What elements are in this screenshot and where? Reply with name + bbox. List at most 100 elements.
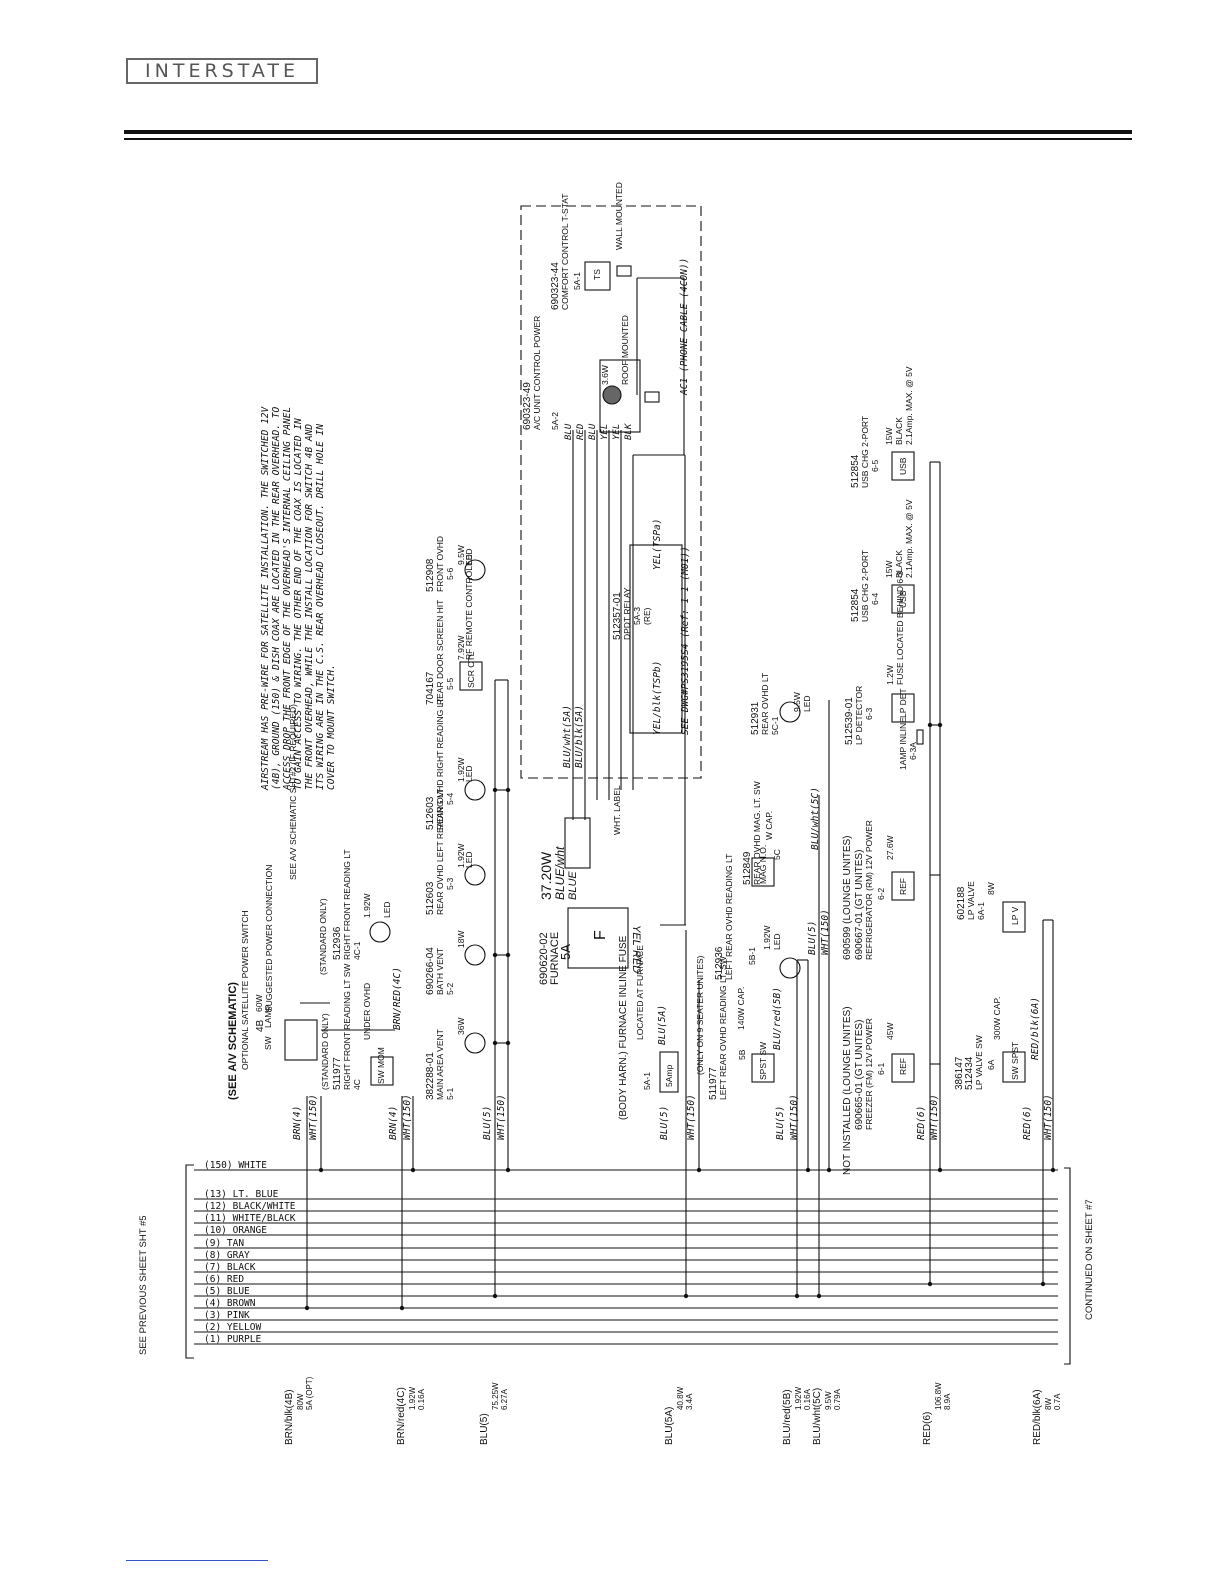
c512849-part: 512849 <box>742 851 753 885</box>
circuit-current: 5A (OPT) <box>305 1376 314 1410</box>
c690266-part: 690266-04 <box>425 947 436 995</box>
c512908-ref: 5-6 <box>445 567 455 580</box>
wire-wht150-d: WHT(150) <box>686 1094 697 1140</box>
circuit-current: 0.79A <box>833 1388 842 1410</box>
c512603b-type: LED <box>464 765 474 782</box>
spst-6a-symbol <box>1002 1051 1026 1083</box>
led-5b1-symbol <box>779 957 801 979</box>
circuit-label: BLU(5) <box>479 1413 490 1445</box>
circuit-power: 1.92W <box>408 1386 417 1410</box>
c512603a-ref: 5-3 <box>445 877 455 890</box>
c512936b-power: 1.92W <box>762 925 772 950</box>
c704167-ref: 5-5 <box>445 677 455 690</box>
c512849-ref: 5C <box>772 849 782 860</box>
circuit-label: RED/blk(6A) <box>1032 1389 1043 1445</box>
c386147-part2: 512434 <box>964 1056 975 1090</box>
fuse2-rating: 1AMP INLINE <box>898 717 908 770</box>
furnace-ref: 5A <box>558 944 573 960</box>
c690665-sym: REF <box>898 1058 908 1075</box>
component-symbols <box>284 261 1026 1093</box>
see-dwg-note: SEE DWG#PS3195S4 (Ref: 1-1 (M01)) <box>680 546 691 735</box>
av-schematic-note: SEE A/V SCHEMATIC SHT#2 (IF REQUIRED) <box>288 704 298 880</box>
c512849-desc: REAR OVHD MAG. LT. SW <box>752 781 762 885</box>
c386147-sym: SW SPST <box>1010 1042 1020 1080</box>
spst-5b-symbol <box>751 1053 775 1083</box>
bus-right-bracket <box>1064 1167 1071 1365</box>
circuit-power: 40.8W <box>676 1386 685 1410</box>
ref-6-2-symbol <box>891 871 915 901</box>
c512931-power: 9.5W <box>792 692 802 712</box>
c512854b-part: 512854 <box>850 454 861 488</box>
satellite-note-line: COVER TO MOUNT SWITCH. <box>326 664 337 790</box>
c512936b-type: LED <box>772 933 782 950</box>
wire-red-blk-6a: RED/blk(6A) <box>1030 997 1041 1060</box>
ac-part: 690323-49 <box>522 382 533 430</box>
c690266-desc: BATH VENT <box>435 948 445 995</box>
c602188-power: 8W <box>986 882 996 895</box>
c511977b-desc: LEFT REAR OVHD READING LT. SW <box>718 956 728 1100</box>
wire-yel-blk: YEL/blk(TSPb) <box>652 661 663 735</box>
wire-blu-wht-5a: BLU/wht(5A) <box>562 705 573 768</box>
ac-ref: 5A-2 <box>550 412 560 430</box>
c512854b-color: BLACK <box>894 417 904 445</box>
c512854a-ref: 6-4 <box>870 592 880 605</box>
c690665-desc: FREEZER (FM) 12V POWER <box>864 1018 874 1130</box>
tstat-sym: TS <box>592 269 602 280</box>
av-switch-symbol <box>284 1019 318 1061</box>
bus-wire-label: (8) GRAY <box>204 1250 250 1261</box>
vent-5-1-symbol <box>464 1032 486 1054</box>
av-sw: SW <box>263 1036 273 1050</box>
c512931-type: LED <box>802 695 812 712</box>
tstat-ref: 5A-1 <box>572 272 582 290</box>
c512936a-desc: RIGHT FRONT READING LT <box>342 849 352 960</box>
wire-wht150-h: WHT(150) <box>1043 1094 1054 1140</box>
circuit-label: RED(6) <box>922 1412 933 1445</box>
c512908-type: LED <box>464 548 474 565</box>
av-title: (SEE A/V SCHEMATIC) <box>227 982 239 1100</box>
fuse-6-3a-symbol <box>916 729 924 745</box>
c512603b-ref: 5-4 <box>445 792 455 805</box>
tstat-desc: COMFORT CONTROL T-STAT <box>560 194 570 311</box>
c512539-desc: LP DETECTOR <box>854 686 864 745</box>
c690599-sym: REF <box>898 878 908 895</box>
c386147-desc: LP VALVE SW <box>974 1035 984 1090</box>
c512854a-power: 15W <box>884 561 894 578</box>
wire-wht150-b: WHT(150) <box>402 1094 413 1140</box>
c511977-loc: UNDER OVHD <box>362 983 372 1040</box>
relay-part: 512357-01 <box>612 592 623 640</box>
c512603b-power: 1.92W <box>456 757 466 782</box>
c512539-power: 1.2W <box>885 665 895 685</box>
c690266-power: 18W <box>456 931 466 948</box>
wire-blu5-b: BLU(5) <box>659 1106 670 1140</box>
ac-wire-color: RED <box>576 424 586 440</box>
c386147-part: 386147 <box>954 1056 965 1090</box>
led-5-4-symbol <box>464 779 486 801</box>
bus-wire-label: (12) BLACK/WHITE <box>204 1201 296 1212</box>
c512603a-type: LED <box>464 851 474 868</box>
bus-wire-label: (150) WHITE <box>204 1160 267 1171</box>
ac-power: 3.6W <box>600 365 610 385</box>
bus-wire-label: (1) PURPLE <box>204 1334 261 1345</box>
ac-wire-color: BLU <box>588 423 598 440</box>
circuit-power: 75.25W <box>491 1382 500 1410</box>
c512854b-sym: USB <box>898 457 908 475</box>
junction-dots <box>304 722 1056 1311</box>
c512854b-desc: USB CHG 2-PORT <box>860 416 870 488</box>
c512603b-part: 512603 <box>425 796 436 830</box>
av-sub: OPTIONAL SATELLITE POWER SWITCH <box>240 910 250 1070</box>
satellite-note-line: ITS WIRING ARE IN THE C.S. REAR OVERHEAD… <box>315 424 326 790</box>
circuit-current: 3.4A <box>685 1393 694 1410</box>
furnace-blue: BLUE <box>567 871 579 900</box>
led-4c1-symbol <box>369 921 391 943</box>
c704167-part: 704167 <box>425 671 436 705</box>
c511977b-ref: 5B <box>737 1049 747 1060</box>
av-note: SUGGESTED POWER CONNECTION <box>264 865 274 1012</box>
c512936b-ref: 5B-1 <box>747 947 757 965</box>
ac-jack-symbol <box>644 391 660 403</box>
lp-det-symbol <box>891 693 915 723</box>
bus-wire-label: (3) PINK <box>204 1310 250 1321</box>
c512908-part: 512908 <box>425 558 436 592</box>
circuit-label: BLU/wht(5C) <box>812 1388 823 1445</box>
bus-wire-label: (7) BLACK <box>204 1262 256 1273</box>
wire-blu-blk-5a: BLU/blk(5A) <box>574 705 585 768</box>
